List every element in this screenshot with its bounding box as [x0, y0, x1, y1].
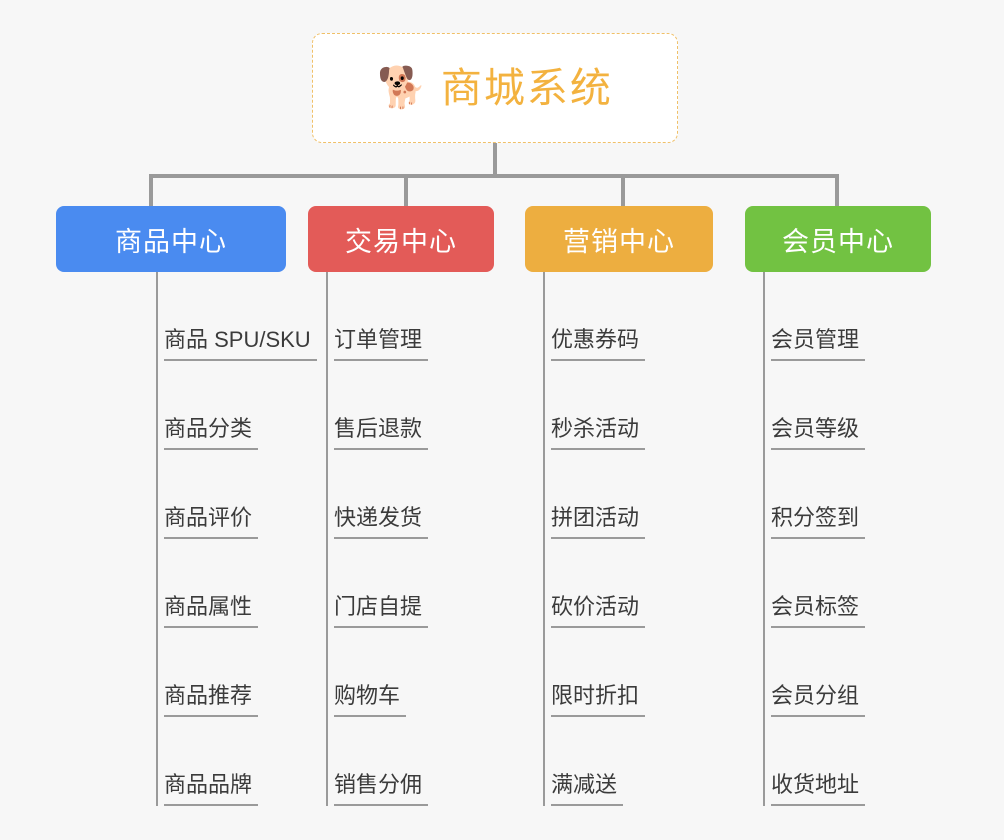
leaf-label: 门店自提: [334, 596, 429, 628]
leaf-item[interactable]: 商品评价: [56, 450, 286, 539]
leaf-item[interactable]: 会员等级: [745, 361, 931, 450]
leaf-item[interactable]: 商品品牌: [56, 717, 286, 806]
leaf-label: 商品属性: [164, 596, 259, 628]
leaf-item[interactable]: 积分签到: [745, 450, 931, 539]
leaf-label: 秒杀活动: [551, 418, 646, 450]
branch-header-label: 交易中心: [345, 226, 457, 257]
leaf-item[interactable]: 满减送: [525, 717, 713, 806]
branch-drop-connector-2: [621, 174, 625, 206]
branch-column-1: 交易中心 订单管理 售后退款 快递发货 门店自提 购物车 销售分佣: [308, 206, 494, 806]
branch-header-0[interactable]: 商品中心: [56, 206, 286, 272]
branch-drop-connector-0: [149, 174, 153, 206]
branch-column-0: 商品中心 商品 SPU/SKU 商品分类 商品评价 商品属性 商品推荐 商品品牌: [56, 206, 317, 806]
leaf-label: 会员管理: [771, 329, 866, 361]
leaf-item[interactable]: 收货地址: [745, 717, 931, 806]
leaf-item[interactable]: 会员管理: [745, 272, 931, 361]
leaf-list-2: 优惠券码 秒杀活动 拼团活动 砍价活动 限时折扣 满减送: [525, 272, 713, 806]
root-node[interactable]: 🐕 商城系统: [312, 33, 678, 143]
leaf-item[interactable]: 商品 SPU/SKU: [56, 272, 317, 361]
branch-header-label: 营销中心: [563, 226, 675, 257]
leaf-label: 订单管理: [334, 329, 429, 361]
branch-header-label: 商品中心: [115, 226, 227, 257]
leaf-item[interactable]: 秒杀活动: [525, 361, 713, 450]
leaf-label: 商品品牌: [164, 774, 259, 806]
leaf-label: 会员标签: [771, 596, 866, 628]
leaf-label: 积分签到: [771, 507, 866, 539]
branch-header-1[interactable]: 交易中心: [308, 206, 494, 272]
leaf-label: 满减送: [551, 774, 624, 806]
leaf-label: 拼团活动: [551, 507, 646, 539]
branch-bus-connector: [149, 174, 839, 178]
leaf-item[interactable]: 会员标签: [745, 539, 931, 628]
leaf-label: 购物车: [334, 685, 407, 717]
root-title: 商城系统: [440, 64, 613, 111]
leaf-item[interactable]: 购物车: [308, 628, 494, 717]
branch-drop-connector-1: [404, 174, 408, 206]
branch-header-label: 会员中心: [782, 226, 894, 257]
leaf-label: 商品评价: [164, 507, 259, 539]
leaf-item[interactable]: 快递发货: [308, 450, 494, 539]
shiba-dog-face-icon: 🐕: [377, 66, 427, 110]
leaf-item[interactable]: 销售分佣: [308, 717, 494, 806]
leaf-item[interactable]: 售后退款: [308, 361, 494, 450]
branch-column-3: 会员中心 会员管理 会员等级 积分签到 会员标签 会员分组 收货地址: [745, 206, 931, 806]
leaf-label: 限时折扣: [551, 685, 646, 717]
branch-header-2[interactable]: 营销中心: [525, 206, 713, 272]
leaf-list-1: 订单管理 售后退款 快递发货 门店自提 购物车 销售分佣: [308, 272, 494, 806]
leaf-item[interactable]: 拼团活动: [525, 450, 713, 539]
leaf-item[interactable]: 商品属性: [56, 539, 286, 628]
leaf-item[interactable]: 砍价活动: [525, 539, 713, 628]
leaf-stem-1: [326, 272, 328, 806]
leaf-item[interactable]: 商品分类: [56, 361, 286, 450]
leaf-label: 商品推荐: [164, 685, 259, 717]
root-trunk-connector: [493, 143, 497, 177]
leaf-item[interactable]: 订单管理: [308, 272, 494, 361]
leaf-label: 商品分类: [164, 418, 259, 450]
leaf-stem-2: [543, 272, 545, 806]
leaf-item[interactable]: 限时折扣: [525, 628, 713, 717]
leaf-label: 砍价活动: [551, 596, 646, 628]
leaf-item[interactable]: 商品推荐: [56, 628, 286, 717]
leaf-label: 销售分佣: [334, 774, 429, 806]
leaf-label: 会员等级: [771, 418, 866, 450]
leaf-label: 售后退款: [334, 418, 429, 450]
leaf-item[interactable]: 优惠券码: [525, 272, 713, 361]
leaf-label: 快递发货: [334, 507, 429, 539]
leaf-list-0: 商品 SPU/SKU 商品分类 商品评价 商品属性 商品推荐 商品品牌: [56, 272, 317, 806]
leaf-label: 商品 SPU/SKU: [164, 329, 317, 361]
leaf-label: 优惠券码: [551, 329, 646, 361]
branch-drop-connector-3: [835, 174, 839, 206]
leaf-list-3: 会员管理 会员等级 积分签到 会员标签 会员分组 收货地址: [745, 272, 931, 806]
leaf-stem-3: [763, 272, 765, 806]
branch-header-3[interactable]: 会员中心: [745, 206, 931, 272]
branch-column-2: 营销中心 优惠券码 秒杀活动 拼团活动 砍价活动 限时折扣 满减送: [525, 206, 713, 806]
leaf-label: 会员分组: [771, 685, 866, 717]
leaf-label: 收货地址: [771, 774, 866, 806]
leaf-item[interactable]: 门店自提: [308, 539, 494, 628]
leaf-stem-0: [156, 272, 158, 806]
leaf-item[interactable]: 会员分组: [745, 628, 931, 717]
